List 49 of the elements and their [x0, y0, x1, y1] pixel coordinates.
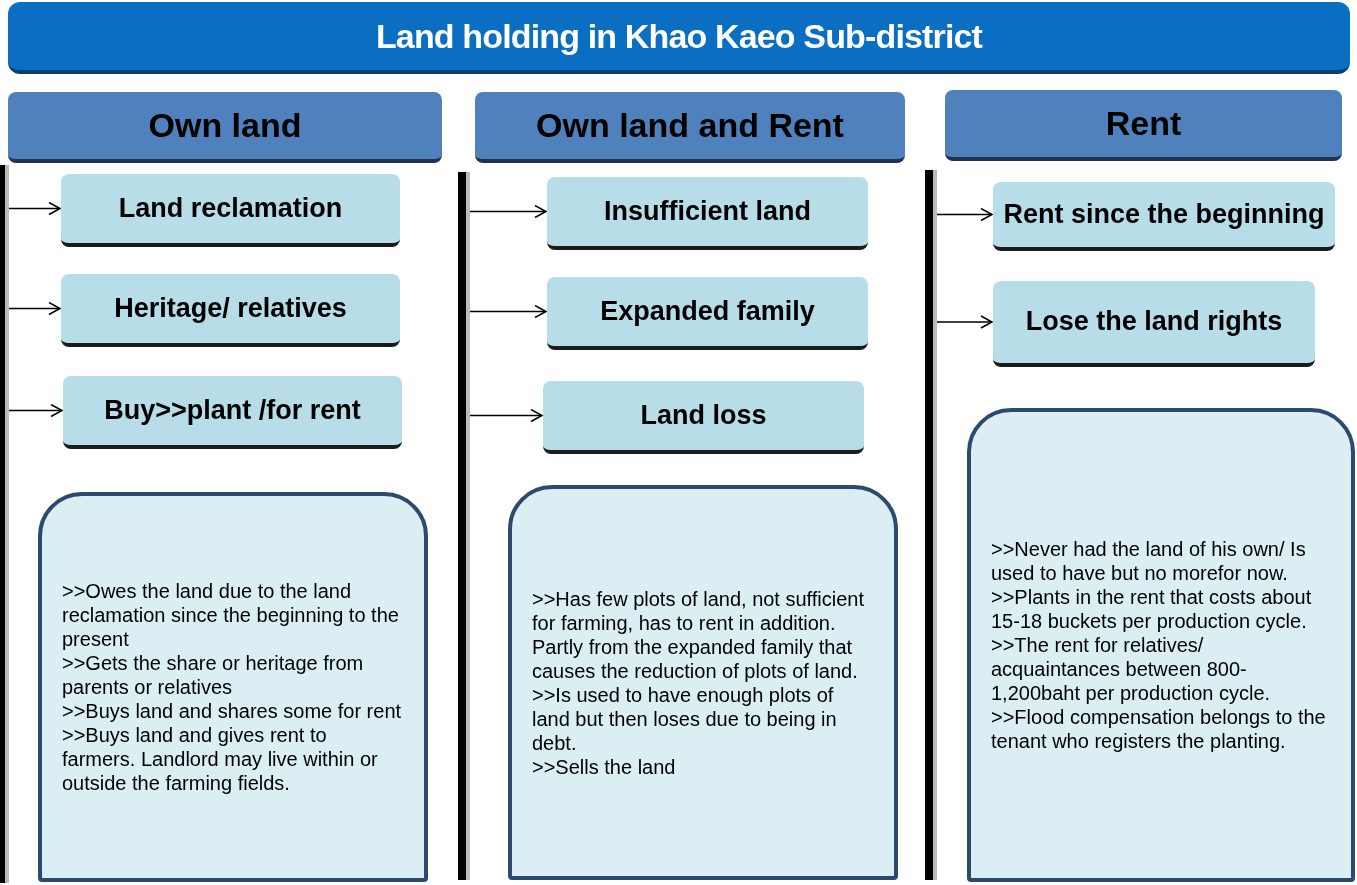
description-panel [967, 408, 1355, 882]
description-text: >>Buys land and shares some for rent [62, 699, 403, 723]
category-text: Heritage/ relatives [114, 291, 347, 325]
category-box [547, 177, 868, 250]
title-text: Land holding in Khao Kaeo Sub-district [375, 15, 983, 57]
description-text: >>Has few plots of land, not sufficient for farming, has to rent in addition. Partly from the expanded family that causes the reduction of plots of land. [532, 586, 866, 683]
category-box [61, 174, 400, 247]
description-text: >>Never had the land of his own/ Is used to have but no morefor now. [991, 537, 1307, 585]
category-text: Lose the land rights [1025, 305, 1283, 339]
arrow [469, 304, 547, 319]
arrow [8, 301, 61, 316]
category-box [993, 182, 1335, 251]
description-panel [508, 485, 898, 880]
category-text: Land loss [640, 398, 767, 432]
header-text: Own land and Rent [536, 105, 844, 146]
description-text: >>Flood compensation belongs to the tenant who registers the planting. [991, 705, 1327, 753]
description-panel [38, 492, 428, 882]
description-text: >>The rent for relatives/ acquaintances between 800-1,200baht per production cycle. [991, 633, 1272, 705]
category-box [61, 274, 400, 347]
column-header [945, 90, 1342, 161]
header-text: Own land [148, 105, 302, 146]
description-text: >>Gets the share or heritage from parents or relatives [62, 651, 365, 699]
description-text: >>Is used to have enough plots of land but then loses due to being in debt. [532, 682, 838, 755]
arrow [8, 201, 61, 216]
category-text: Insufficient land [604, 194, 811, 228]
title-banner [8, 2, 1350, 74]
category-text: Rent since the beginning [1003, 197, 1325, 231]
arrow [469, 408, 543, 423]
arrow [936, 207, 993, 222]
header-text: Rent [1105, 103, 1182, 144]
arrow [936, 315, 993, 329]
category-text: Buy>>plant /for rent [104, 393, 361, 427]
arrow [469, 204, 547, 219]
vertical-bar [458, 172, 470, 880]
column-header [8, 92, 442, 163]
vertical-bar [0, 165, 9, 883]
category-box [993, 281, 1315, 367]
category-text: Expanded family [600, 294, 815, 328]
category-box [63, 376, 402, 449]
description-text: >>Buys land and gives rent to farmers. Landlord may live within or outside the farming fields. [62, 723, 379, 795]
description-text: >>Owes the land due to the land reclamation since the beginning to the present [62, 579, 400, 651]
vertical-bar [925, 170, 937, 880]
category-box [547, 277, 868, 350]
arrow [8, 403, 63, 418]
description-text: >>Sells the land [532, 754, 677, 779]
description-text: >>Plants in the rent that costs about 15-18 buckets per production cycle. [991, 585, 1313, 633]
category-box [543, 381, 864, 454]
column-header [475, 92, 905, 163]
category-text: Land reclamation [118, 191, 343, 225]
